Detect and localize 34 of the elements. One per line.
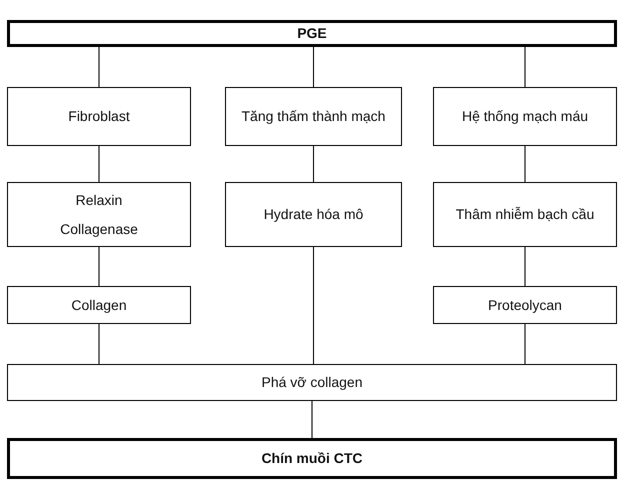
box-label: Proteolycan (488, 296, 562, 314)
connector-line (98, 246, 100, 286)
connector-line (313, 146, 314, 182)
box-label: Collagenase (60, 220, 138, 238)
connector-line (524, 146, 526, 182)
connector-line (524, 246, 526, 286)
connector-line (98, 324, 100, 364)
process-box (433, 87, 617, 146)
box-label: Fibroblast (68, 107, 130, 126)
box-label: PGE (297, 24, 327, 43)
process-box (225, 182, 402, 247)
connector-line (98, 46, 100, 88)
connector-line (98, 146, 100, 182)
box-label: Phá vỡ collagen (261, 373, 363, 392)
connector-line (313, 246, 314, 364)
box-label: Tăng thấm thành mạch (242, 107, 386, 126)
connector-line (524, 324, 526, 364)
connector-line (313, 46, 314, 88)
box-label: Relaxin (76, 191, 122, 210)
process-box (7, 182, 191, 247)
box-label: Thâm nhiễm bạch cầu (456, 205, 594, 224)
connector-line (524, 46, 526, 88)
box-label: Hydrate hóa mô (264, 205, 364, 224)
process-box (7, 87, 191, 146)
process-box (433, 182, 617, 247)
box-label: Hệ thống mạch máu (462, 107, 588, 126)
process-box (7, 438, 617, 479)
box-label: Collagen (71, 296, 127, 314)
process-box (433, 286, 617, 324)
process-box (7, 20, 617, 47)
process-box (225, 87, 402, 146)
process-box (7, 364, 617, 401)
box-label: Chín muồi CTC (261, 449, 363, 468)
process-box (7, 286, 191, 324)
